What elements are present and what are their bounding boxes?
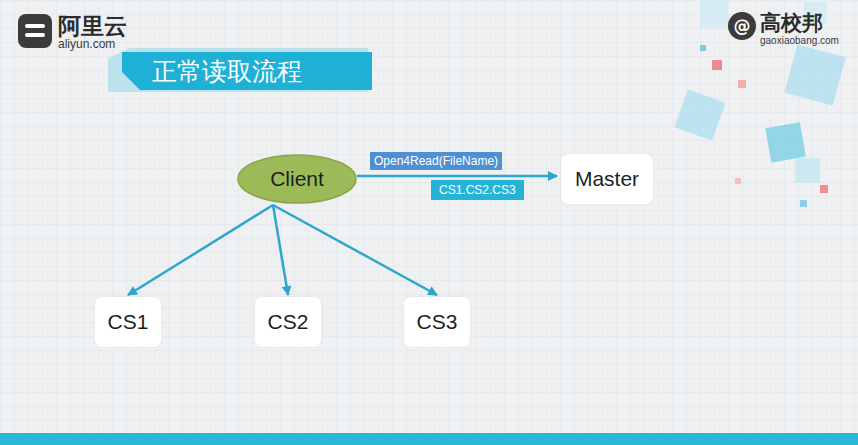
request-label: Open4Read(FileName) — [370, 152, 502, 170]
arrow-connector — [273, 205, 288, 295]
chunkserver-box: CS3 — [404, 297, 470, 347]
response-label: CS1.CS2.CS3 — [431, 180, 524, 200]
arrow-connector — [273, 205, 437, 295]
node-text: CS3 — [417, 310, 458, 334]
node-text: Client — [270, 167, 324, 191]
logo-url: aliyun.com — [58, 37, 115, 51]
arrow-connector — [357, 175, 557, 178]
node-text: Master — [575, 167, 639, 191]
arrow-connector — [128, 205, 273, 295]
client-ellipse: Client — [237, 154, 357, 204]
chunkserver-box: CS2 — [255, 297, 321, 347]
server-box: Master — [561, 154, 653, 204]
node-text: CS1 — [108, 310, 149, 334]
svg-text:@: @ — [734, 16, 751, 36]
node-text: CS2 — [268, 310, 309, 334]
logo-text: 高校邦 — [760, 9, 823, 37]
chunkserver-box: CS1 — [95, 297, 161, 347]
slide-title: 正常读取流程 — [152, 55, 302, 88]
logo-url: gaoxiaobang.com — [760, 35, 839, 46]
